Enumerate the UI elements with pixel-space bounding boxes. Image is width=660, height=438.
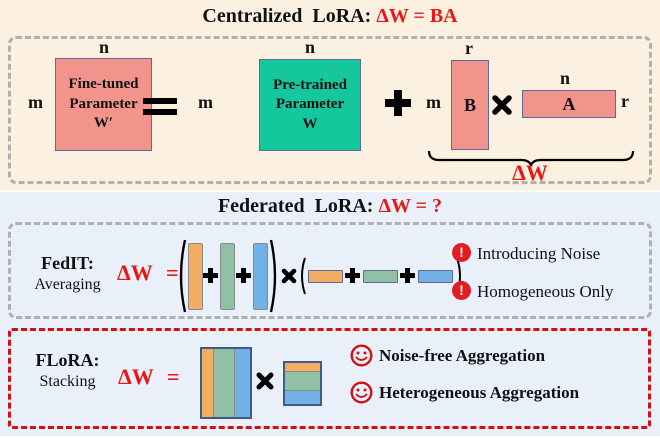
stacked-b-matrix bbox=[200, 347, 252, 419]
centralized-title-black: Centralized LoRA: bbox=[202, 5, 377, 27]
federated-title-black: Federated LoRA: bbox=[217, 195, 379, 217]
flora-box bbox=[8, 328, 651, 429]
pre-trained-line3: W bbox=[302, 115, 318, 132]
fedit-label: FedIT: Averaging bbox=[25, 253, 110, 294]
client1-a-bar bbox=[308, 270, 343, 283]
multiply-icon bbox=[281, 268, 297, 284]
fedit-issue-2: Homogeneous Only bbox=[477, 282, 614, 301]
flora-label: FLoRA: Stacking bbox=[25, 350, 110, 391]
fedit-box bbox=[8, 222, 652, 319]
client1-a-row bbox=[285, 363, 320, 371]
fine-tuned-matrix: Fine-tuned Parameter W′ bbox=[55, 58, 152, 151]
dim-r-b: r bbox=[465, 38, 473, 58]
underbrace bbox=[427, 150, 635, 166]
flora-method: Stacking bbox=[39, 372, 96, 390]
plus-icon bbox=[385, 90, 411, 116]
centralized-section: Centralized LoRA: ΔW = BA n m Fine-tuned… bbox=[0, 0, 660, 190]
paren-left-small bbox=[301, 257, 306, 295]
client2-b-column bbox=[212, 349, 234, 417]
federated-section: Federated LoRA: ΔW = ? FedIT: Averaging … bbox=[0, 192, 660, 436]
fedit-equals: = bbox=[166, 260, 179, 285]
dim-n-finetuned: n bbox=[98, 37, 109, 57]
client3-b-bar bbox=[253, 243, 268, 310]
plus-icon bbox=[345, 268, 360, 283]
flora-equals: = bbox=[167, 364, 180, 389]
dim-m-pretrained: m bbox=[198, 92, 213, 112]
centralized-title: Centralized LoRA: ΔW = BA bbox=[0, 5, 660, 28]
dim-m-b: m bbox=[426, 92, 441, 112]
fine-tuned-line3: W′ bbox=[93, 115, 114, 132]
flora-benefit-1: Noise-free Aggregation bbox=[379, 346, 546, 365]
centralized-title-formula: ΔW = BA bbox=[376, 5, 458, 27]
flora-name: FLoRA: bbox=[35, 350, 100, 370]
plus-icon bbox=[203, 268, 218, 283]
fedit-issue-1: Introducing Noise bbox=[477, 244, 601, 263]
client3-a-row bbox=[285, 389, 320, 404]
dim-m-finetuned: m bbox=[28, 92, 43, 112]
federated-title-formula: ΔW = ? bbox=[378, 195, 443, 217]
multiply-icon bbox=[492, 95, 512, 115]
delta-w-label: ΔW bbox=[512, 160, 548, 185]
warning-icon: ! bbox=[452, 281, 471, 300]
plus-icon bbox=[400, 268, 415, 283]
client1-b-bar bbox=[188, 243, 203, 310]
client2-a-row bbox=[285, 370, 320, 390]
client2-a-bar bbox=[363, 270, 398, 283]
fedit-delta-w: ΔW bbox=[117, 260, 153, 285]
paren-right-big bbox=[269, 239, 277, 313]
flora-benefit-2: Heterogeneous Aggregation bbox=[379, 383, 580, 402]
flora-delta-w: ΔW bbox=[118, 364, 154, 389]
warning-exclamation: ! bbox=[459, 244, 464, 260]
equals-sign bbox=[143, 93, 177, 120]
dim-n-pretrained: n bbox=[304, 37, 315, 57]
dim-r-a: r bbox=[621, 91, 629, 111]
warning-exclamation: ! bbox=[459, 282, 464, 298]
paren-left-big bbox=[179, 239, 187, 313]
stacked-a-matrix bbox=[283, 361, 322, 406]
client1-b-column bbox=[202, 349, 213, 417]
smiley-icon bbox=[350, 344, 373, 367]
fine-tuned-line2: Parameter bbox=[69, 95, 138, 112]
smiley-icon bbox=[350, 381, 373, 404]
plus-icon bbox=[236, 268, 251, 283]
pre-trained-line2: Parameter bbox=[275, 96, 345, 113]
a-matrix: A bbox=[522, 90, 616, 118]
warning-icon: ! bbox=[452, 243, 471, 262]
multiply-icon bbox=[256, 372, 274, 390]
b-matrix: B bbox=[451, 60, 489, 150]
a-matrix-label: A bbox=[562, 93, 576, 114]
dim-n-a: n bbox=[559, 68, 570, 88]
client3-a-bar bbox=[418, 270, 453, 283]
fedit-method: Averaging bbox=[34, 275, 101, 293]
pre-trained-line1: Pre-trained bbox=[273, 76, 347, 93]
fine-tuned-line1: Fine-tuned bbox=[68, 76, 139, 93]
client2-b-bar bbox=[220, 243, 235, 310]
federated-title: Federated LoRA: ΔW = ? bbox=[0, 195, 660, 218]
centralized-diagram-box bbox=[8, 36, 652, 184]
pre-trained-matrix: Pre-trained Parameter W bbox=[259, 59, 361, 151]
b-matrix-label: B bbox=[463, 94, 476, 115]
fedit-name: FedIT: bbox=[41, 253, 94, 273]
client3-b-column bbox=[233, 349, 250, 417]
